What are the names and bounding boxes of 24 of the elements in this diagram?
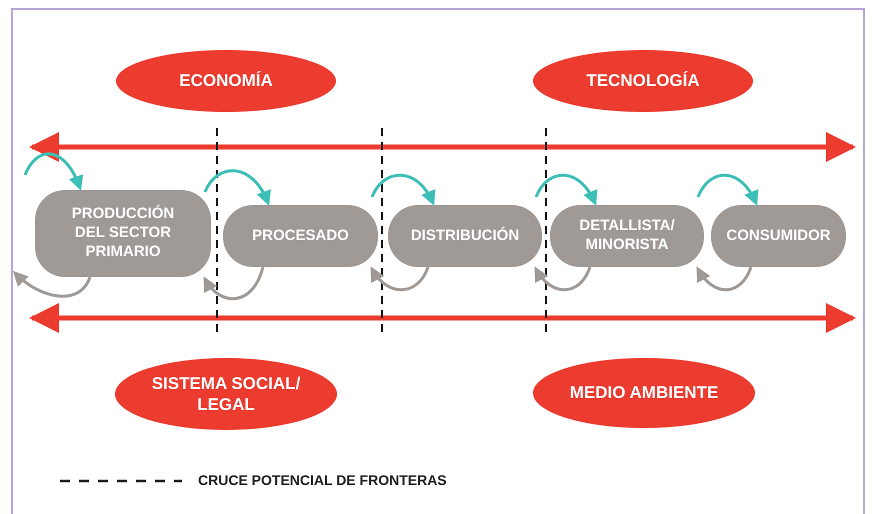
curved-arrow xyxy=(370,174,434,206)
node-label: DISTRIBUCIÓN xyxy=(410,226,520,246)
curved-arrow xyxy=(696,266,752,292)
curved-arrow xyxy=(370,266,430,292)
stage-box xyxy=(223,205,378,267)
curved-arrow xyxy=(12,270,92,298)
stage-box xyxy=(35,190,211,277)
node-label: DETALLISTA/ MINORISTA xyxy=(578,217,676,255)
node-label: PRODUCCIÓN DEL SECTOR PRIMARIO xyxy=(70,205,176,262)
node-label: CONSUMIDOR xyxy=(726,226,831,246)
node-label: MEDIO AMBIENTE xyxy=(570,382,718,404)
curved-arrow xyxy=(24,152,82,191)
curved-arrow xyxy=(534,266,592,292)
curved-arrow xyxy=(203,266,264,300)
stage-box xyxy=(550,205,704,267)
node-label: TECNOLOGÍA xyxy=(586,70,700,92)
curved-arrow xyxy=(696,174,758,206)
node-label: ECONOMÍA xyxy=(179,70,273,92)
curved-arrow xyxy=(534,174,596,206)
node-label: PROCESADO xyxy=(252,226,349,246)
node-label: SISTEMA SOCIAL/ LEGAL xyxy=(150,372,302,416)
legend-label: CRUCE POTENCIAL DE FRONTERAS xyxy=(198,471,447,490)
stage-box xyxy=(388,205,542,267)
curved-arrow xyxy=(204,169,270,206)
